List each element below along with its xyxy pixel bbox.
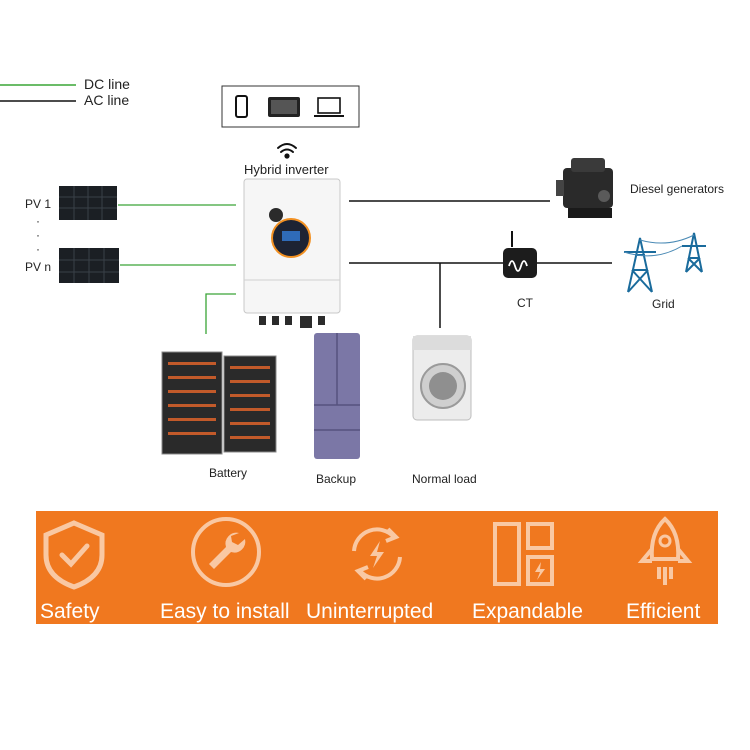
feature-safety: Safety: [36, 511, 156, 624]
legend-dc-label: DC line: [84, 76, 130, 92]
backup-label: Backup: [316, 472, 357, 486]
wrench-icon: [191, 517, 261, 587]
washing-machine: [412, 335, 472, 421]
battery-rack: [161, 351, 277, 455]
feature-label: Easy to install: [160, 600, 290, 623]
phone-icon: [235, 95, 248, 118]
refresh-bolt-icon: [352, 527, 402, 581]
feature-uninterrupted: Uninterrupted: [306, 511, 451, 624]
diesel-label: Diesel generators: [630, 182, 725, 196]
pv-ellipsis: ···: [36, 214, 40, 256]
pvn-label: PV n: [25, 260, 52, 274]
ct-label: CT: [517, 296, 533, 310]
feature-label: Expandable: [472, 600, 583, 623]
pvn-panel: [59, 248, 119, 283]
hybrid-inverter: [243, 178, 341, 328]
legend-ac-label: AC line: [84, 92, 130, 108]
system-diagram: [0, 84, 706, 459]
battery-label: Battery: [209, 466, 248, 480]
feature-label: Uninterrupted: [306, 600, 434, 623]
normal-load-label: Normal load: [412, 472, 477, 486]
shield-check-icon: [43, 520, 105, 590]
feature-easy-install: Easy to install: [160, 511, 300, 624]
modules-icon: [493, 522, 554, 586]
inverter-label: Hybrid inverter: [244, 162, 329, 177]
feature-label: Efficient: [626, 600, 701, 623]
feature-expandable: Expandable: [468, 511, 598, 624]
tablet-icon: [268, 97, 300, 117]
backup-fridge: [314, 333, 360, 459]
feature-efficient: Efficient: [624, 511, 718, 624]
diesel-generator: [556, 158, 613, 218]
rocket-icon: [637, 516, 693, 585]
ct-sensor: [503, 231, 537, 278]
monitoring-devices-box: [221, 85, 360, 128]
feature-label: Safety: [40, 600, 100, 623]
wifi-icon: [277, 143, 297, 159]
pv1-panel: [59, 186, 117, 220]
laptop-icon: [314, 97, 344, 117]
grid-towers: [623, 232, 706, 293]
grid-label: Grid: [652, 297, 675, 311]
dc-line-battery: [205, 293, 236, 334]
pv1-label: PV 1: [25, 197, 52, 211]
features-band: Safety Easy to install Uninterrupted Exp…: [36, 511, 718, 624]
